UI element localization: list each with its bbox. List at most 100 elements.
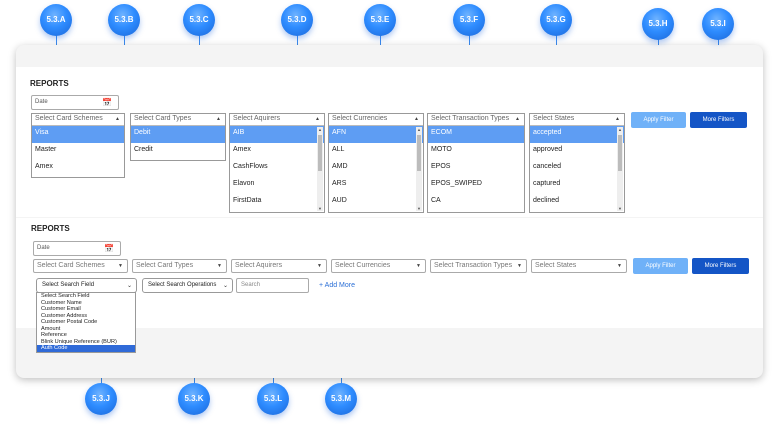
chevron-down-icon: ▼: [317, 263, 322, 269]
scrollbar-thumb[interactable]: [618, 135, 622, 171]
apply-filter-button[interactable]: Apply Filter: [631, 112, 686, 128]
callout-badge-k: 5.3.K: [178, 383, 210, 415]
list-item[interactable]: AUD: [332, 197, 347, 204]
scrollbar-thumb[interactable]: [318, 135, 322, 171]
list-item[interactable]: Master: [35, 146, 57, 153]
list-item[interactable]: approved: [533, 146, 563, 153]
card-types-header[interactable]: Select Card Types▲: [131, 114, 225, 126]
callout-badge-i: 5.3.I: [702, 8, 734, 40]
scroll-down-icon[interactable]: ▼: [318, 206, 322, 211]
list-item[interactable]: Visa: [32, 126, 124, 143]
card-types-select[interactable]: Select Card Types▼: [132, 259, 227, 273]
dropdown-option[interactable]: Amount: [41, 325, 61, 332]
chevron-down-icon: ▼: [517, 263, 522, 269]
scrollbar-thumb[interactable]: [417, 135, 421, 171]
list-item[interactable]: ARS: [332, 180, 347, 187]
list-item[interactable]: ECOM: [428, 126, 524, 143]
dropdown-option[interactable]: Reference: [41, 332, 67, 338]
transaction-types-listbox[interactable]: Select Transaction Types▲ ECOM MOTO EPOS…: [427, 113, 525, 213]
scroll-up-icon[interactable]: ▲: [417, 127, 421, 132]
callout-badge-e: 5.3.E: [364, 4, 396, 36]
transaction-types-header[interactable]: Select Transaction Types▲: [428, 114, 524, 126]
callout-badge-f: 5.3.F: [453, 4, 485, 36]
search-field-select[interactable]: Select Search Field⌄: [36, 278, 137, 293]
transaction-types-select[interactable]: Select Transaction Types▼: [430, 259, 527, 273]
list-item[interactable]: captured: [533, 180, 561, 187]
dropdown-option[interactable]: Customer Name: [41, 299, 82, 306]
states-header[interactable]: Select States▲: [530, 114, 624, 126]
callout-badge-b: 5.3.B: [108, 4, 140, 36]
callout-badge-g: 5.3.G: [540, 4, 572, 36]
callout-badge-c: 5.3.C: [183, 4, 215, 36]
section2-date-input[interactable]: Date 📅: [33, 241, 121, 256]
more-filters-button[interactable]: More Filters: [690, 112, 747, 128]
callout-badge-l: 5.3.L: [257, 383, 289, 415]
apply-filter-button[interactable]: Apply Filter: [633, 258, 688, 274]
caret-up-icon: ▲: [115, 116, 120, 122]
list-item[interactable]: CashFlows: [233, 163, 268, 170]
scroll-up-icon[interactable]: ▲: [318, 127, 322, 132]
add-more-link[interactable]: + Add More: [319, 282, 355, 289]
caret-up-icon: ▲: [615, 116, 620, 122]
dropdown-option[interactable]: Customer Address: [41, 312, 88, 319]
calendar-icon[interactable]: 📅: [102, 98, 112, 107]
dropdown-option[interactable]: Select Search Field: [41, 293, 90, 299]
caret-up-icon: ▲: [216, 116, 221, 122]
search-operations-select[interactable]: Select Search Operations⌄: [142, 278, 233, 293]
callout-badge-j: 5.3.J: [85, 383, 117, 415]
list-item[interactable]: Elavon: [233, 180, 255, 187]
list-item[interactable]: EPOS_SWIPED: [431, 180, 482, 187]
scrollbar[interactable]: ▲▼: [317, 127, 323, 211]
list-item[interactable]: FirstData: [233, 197, 262, 204]
states-select[interactable]: Select States▼: [531, 259, 627, 273]
currencies-listbox[interactable]: Select Currencies▲ AFN ALL AMD ARS AUD ▲…: [328, 113, 424, 213]
scroll-down-icon[interactable]: ▼: [618, 206, 622, 211]
card-schemes-header[interactable]: Select Card Schemes▲: [32, 114, 124, 126]
list-item[interactable]: Amex: [35, 163, 53, 170]
list-item[interactable]: accepted: [530, 126, 624, 143]
acquirers-select[interactable]: Select Aquirers▼: [231, 259, 327, 273]
search-field-dropdown[interactable]: Select Search Field Customer Name Custom…: [36, 292, 136, 353]
search-input[interactable]: Search: [236, 278, 309, 293]
card-schemes-select[interactable]: Select Card Schemes▼: [33, 259, 128, 273]
callout-badge-h: 5.3.H: [642, 8, 674, 40]
chevron-down-icon: ▼: [118, 263, 123, 269]
scrollbar[interactable]: ▲▼: [416, 127, 422, 211]
list-item[interactable]: declined: [533, 197, 560, 204]
chevron-down-icon: ▼: [217, 263, 222, 269]
list-item[interactable]: Credit: [134, 146, 153, 153]
more-filters-button[interactable]: More Filters: [692, 258, 749, 274]
currencies-select[interactable]: Select Currencies▼: [331, 259, 426, 273]
list-item[interactable]: AIB: [230, 126, 324, 143]
list-item[interactable]: Amex: [233, 146, 251, 153]
list-item[interactable]: EPOS: [431, 163, 451, 170]
chevron-down-icon: ▼: [617, 263, 622, 269]
card-schemes-listbox[interactable]: Select Card Schemes▲ Visa Master Amex: [31, 113, 125, 178]
list-item[interactable]: ALL: [332, 146, 345, 153]
chevron-down-icon: ▼: [416, 263, 421, 269]
callout-badge-m: 5.3.M: [325, 383, 357, 415]
scroll-down-icon[interactable]: ▼: [417, 206, 421, 211]
currencies-header[interactable]: Select Currencies▲: [329, 114, 423, 126]
calendar-icon[interactable]: 📅: [104, 244, 114, 253]
caret-up-icon: ▲: [515, 116, 520, 122]
list-item[interactable]: AMD: [332, 163, 348, 170]
acquirers-listbox[interactable]: Select Aquirers▲ AIB Amex CashFlows Elav…: [229, 113, 325, 213]
list-item[interactable]: CA: [431, 197, 441, 204]
dropdown-option[interactable]: Customer Email: [41, 306, 81, 312]
list-item[interactable]: Debit: [131, 126, 225, 143]
acquirers-header[interactable]: Select Aquirers▲: [230, 114, 324, 126]
list-item[interactable]: MOTO: [431, 146, 452, 153]
date-placeholder: Date: [37, 245, 50, 251]
scrollbar[interactable]: ▲▼: [617, 127, 623, 211]
dropdown-option[interactable]: Customer Postal Code: [41, 319, 98, 325]
section1-date-input[interactable]: Date 📅: [31, 95, 119, 110]
list-item[interactable]: AFN: [329, 126, 423, 143]
scroll-up-icon[interactable]: ▲: [618, 127, 622, 132]
date-placeholder: Date: [35, 99, 48, 105]
states-listbox[interactable]: Select States▲ accepted approved cancele…: [529, 113, 625, 213]
dropdown-option-selected[interactable]: Auth Code: [37, 345, 135, 352]
list-item[interactable]: canceled: [533, 163, 562, 170]
dropdown-option[interactable]: Blink Unique Reference (BUR): [41, 338, 117, 345]
card-types-listbox[interactable]: Select Card Types▲ Debit Credit: [130, 113, 226, 161]
